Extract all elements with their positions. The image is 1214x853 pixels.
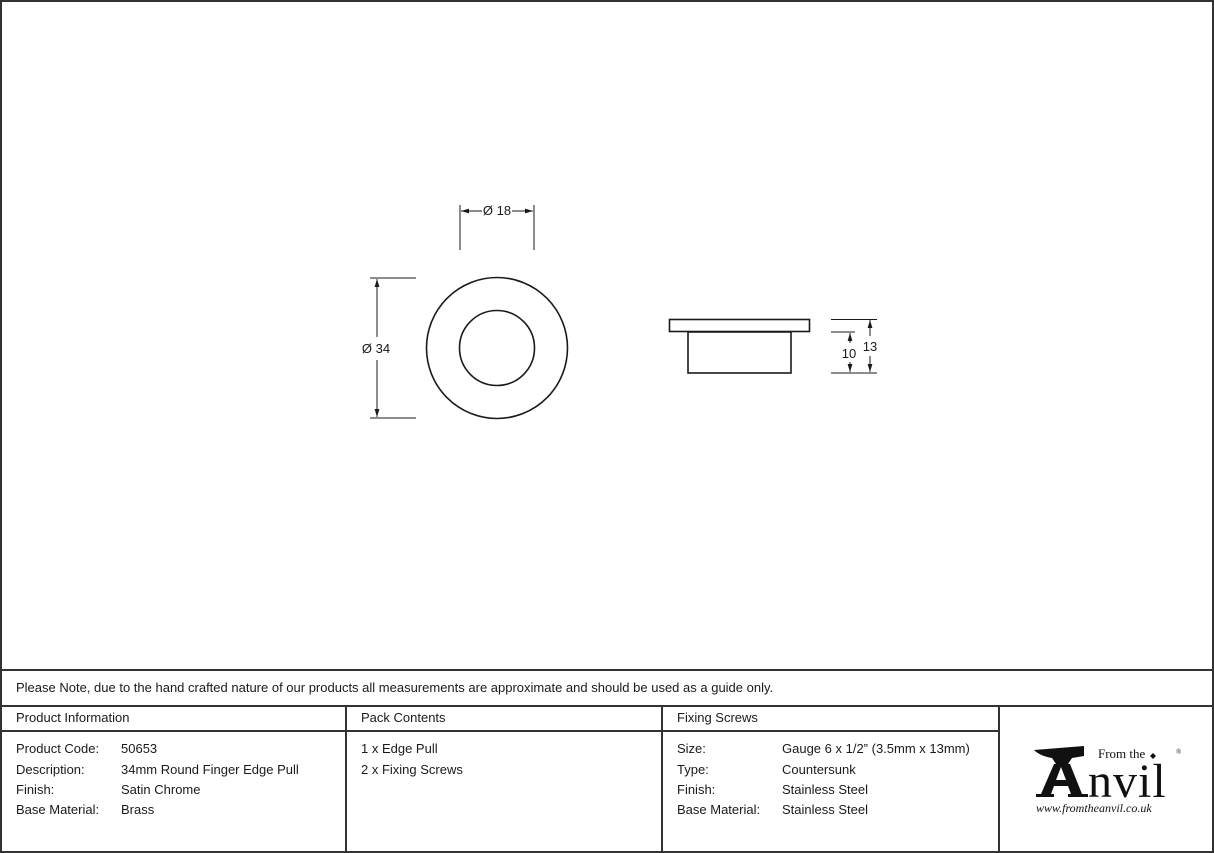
logo-url: www.fromtheanvil.co.uk [1036, 801, 1152, 815]
screw-finish-label: Finish: [677, 782, 716, 797]
logo-registered: ® [1176, 748, 1182, 756]
divider [0, 730, 999, 732]
divider [0, 669, 1214, 671]
divider [661, 706, 663, 853]
description-label: Description: [16, 762, 85, 777]
disclaimer-note: Please Note, due to the hand crafted nat… [16, 680, 774, 695]
product-information-heading: Product Information [16, 710, 130, 725]
logo-from-the: From the [1098, 746, 1146, 761]
screw-size-label: Size: [677, 741, 706, 756]
screw-material-label: Base Material: [677, 802, 761, 817]
anvil-icon [1034, 746, 1088, 797]
divider [998, 706, 1000, 853]
product-code-value: 50653 [121, 741, 158, 756]
inner-circle [458, 309, 536, 387]
divider [345, 706, 347, 853]
screw-finish-value: Stainless Steel [782, 782, 868, 797]
flange [668, 318, 811, 333]
screw-size-value: Gauge 6 x 1/2” (3.5mm x 13mm) [782, 741, 970, 756]
dim-body-height: 10 [842, 346, 856, 361]
technical-drawing: Ø 18 Ø 34 13 10 [362, 203, 877, 420]
logo-brand: nvil [1088, 755, 1167, 808]
screw-type-label: Type: [677, 762, 709, 777]
screw-material-value: Stainless Steel [782, 802, 868, 817]
dim-overall-height: 13 [863, 339, 877, 354]
screw-type-value: Countersunk [782, 762, 856, 777]
product-code-label: Product Code: [16, 741, 100, 756]
divider [0, 705, 1214, 707]
pack-contents-heading: Pack Contents [361, 710, 446, 725]
side-view [668, 318, 877, 374]
fixing-screws-heading: Fixing Screws [677, 710, 758, 725]
base-material-value: Brass [121, 802, 155, 817]
from-the-anvil-logo: From the ® nvil www.fromtheanvil.co.uk [1032, 742, 1192, 816]
pack-item: 2 x Fixing Screws [361, 762, 463, 777]
finish-value: Satin Chrome [121, 782, 201, 797]
front-view [370, 205, 569, 420]
finish-label: Finish: [16, 782, 55, 797]
body [687, 331, 792, 374]
pack-item: 1 x Edge Pull [361, 741, 438, 756]
base-material-label: Base Material: [16, 802, 100, 817]
outer-circle [425, 276, 569, 420]
dim-inner-diameter: Ø 18 [483, 203, 511, 218]
description-value: 34mm Round Finger Edge Pull [121, 762, 299, 777]
dim-outer-diameter: Ø 34 [362, 341, 390, 356]
diamond-icon [1150, 753, 1156, 759]
